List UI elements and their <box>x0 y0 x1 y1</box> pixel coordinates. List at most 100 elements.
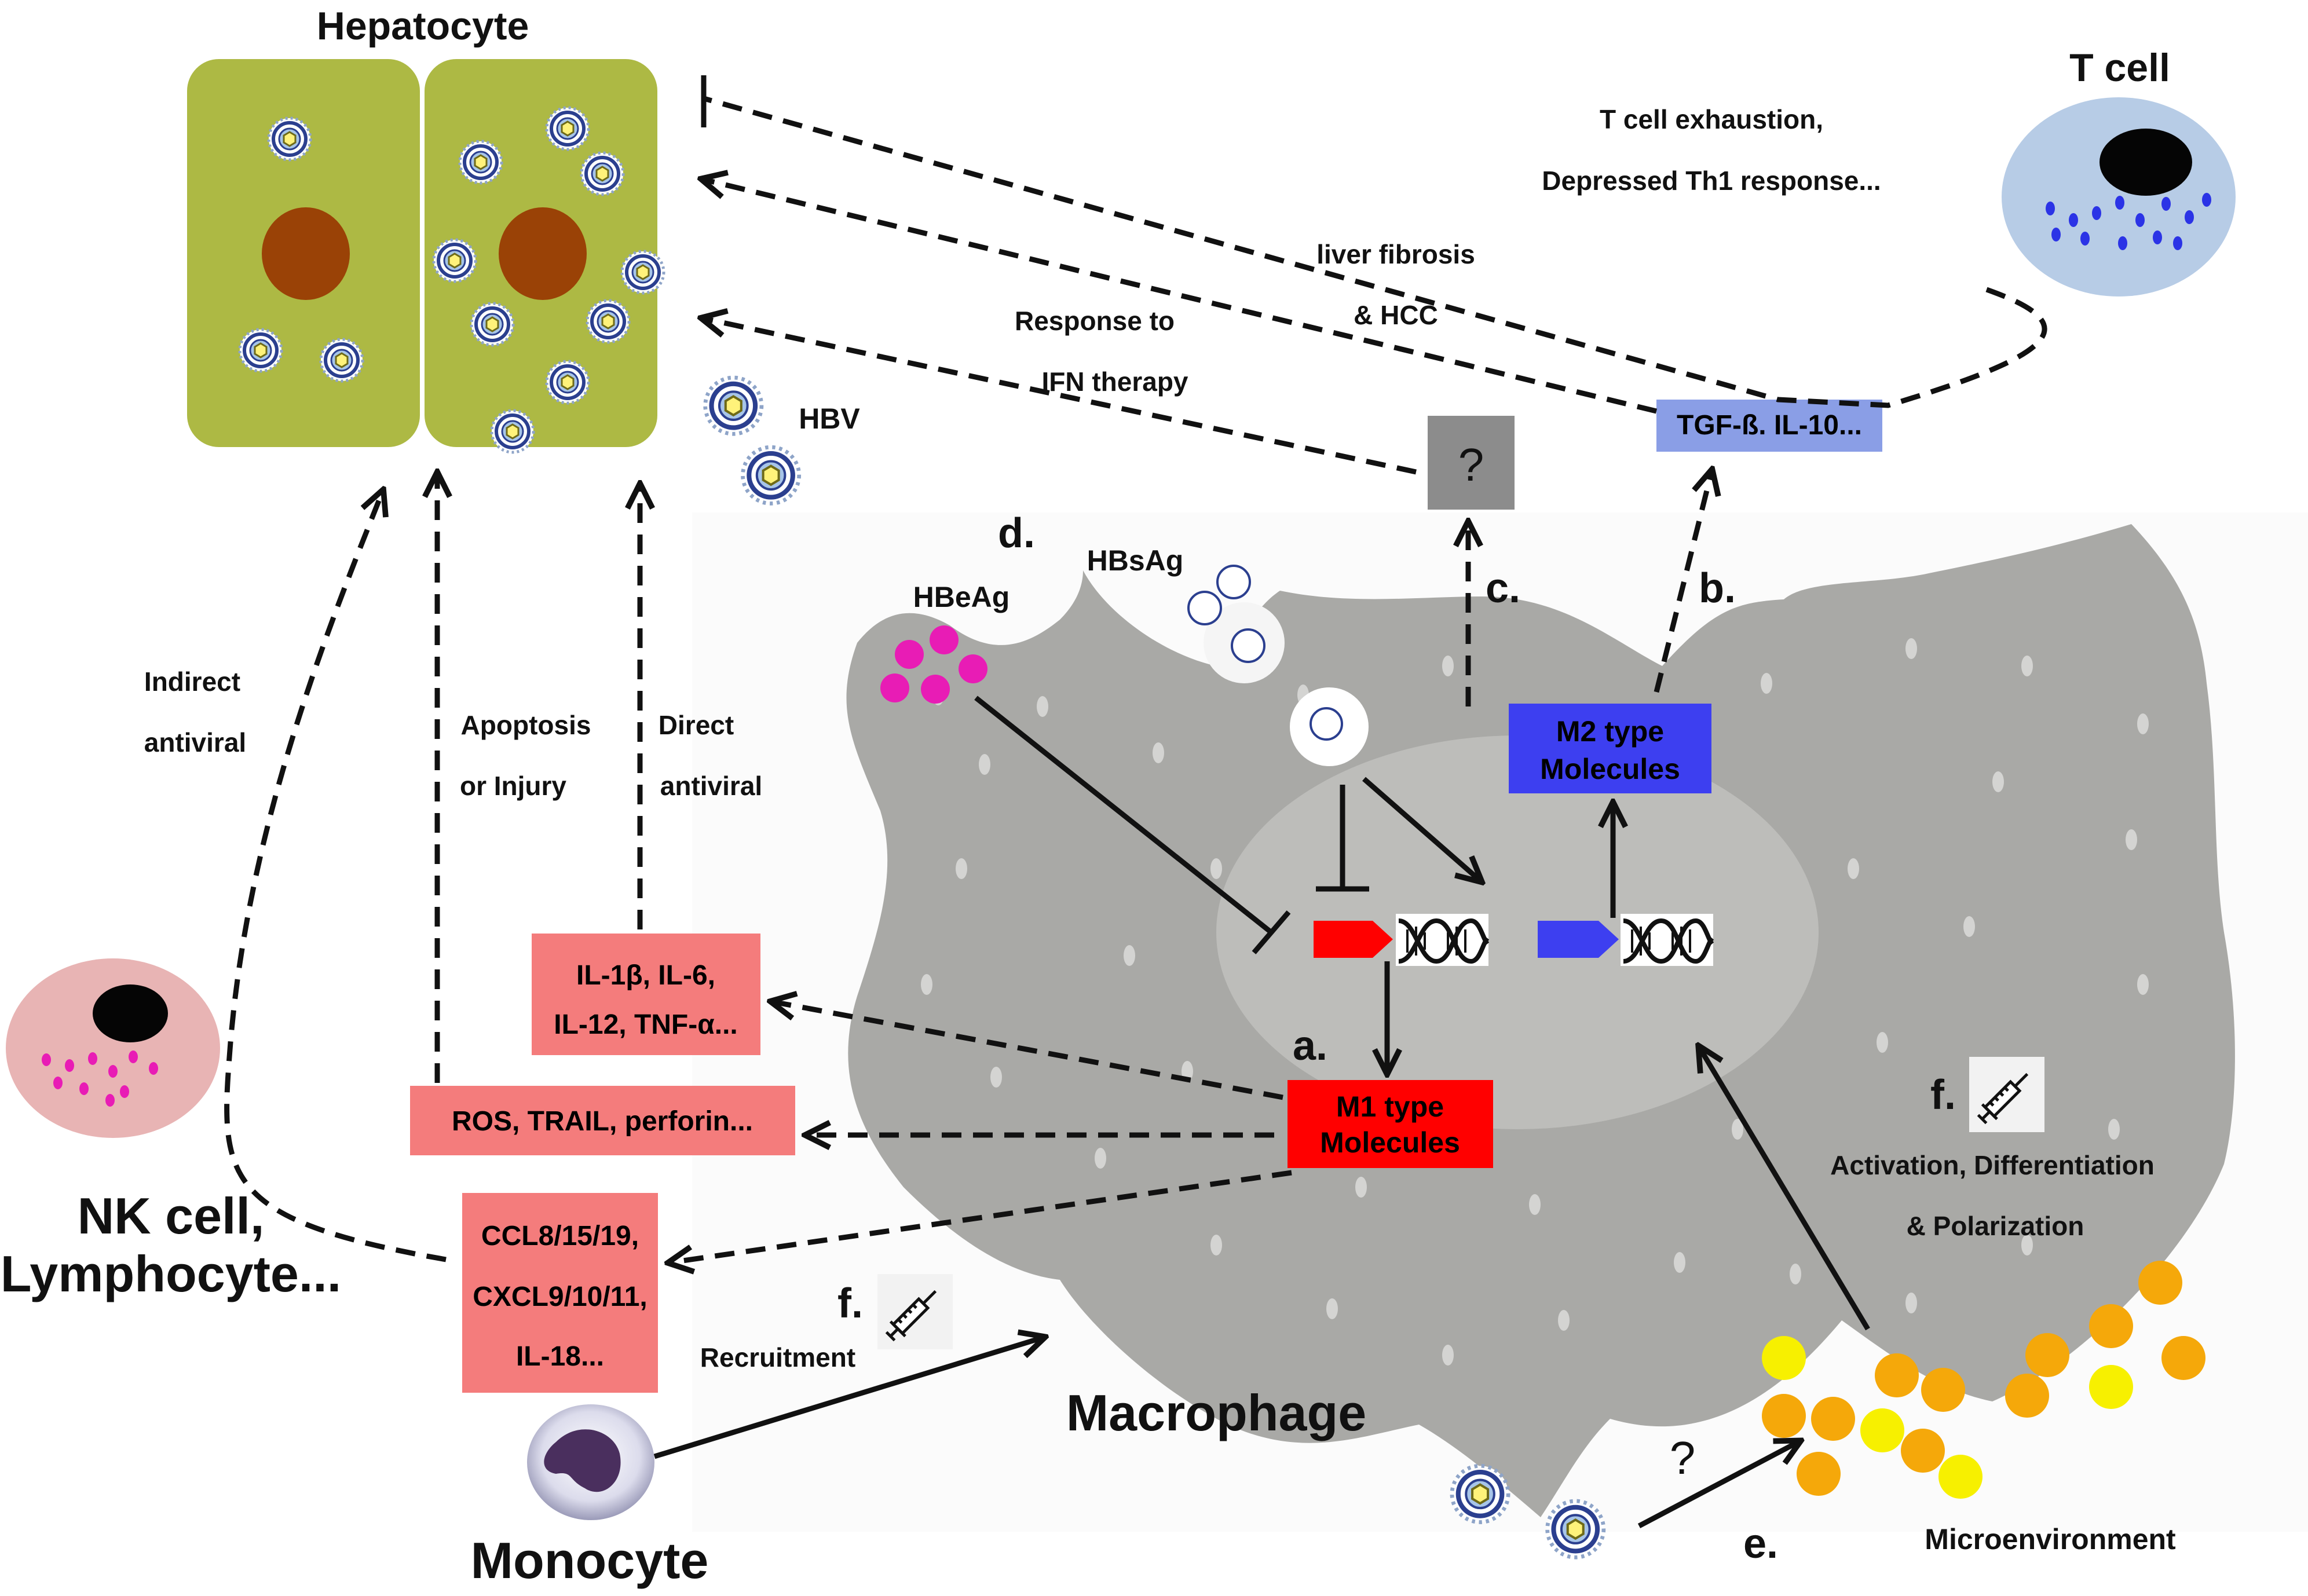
ifn-response-arrow <box>704 319 1417 475</box>
m1-to-il-arrow <box>773 1002 1283 1100</box>
hbv-virion <box>460 141 502 183</box>
apoptosis-line2: or Injury <box>460 771 566 801</box>
microenv-question-mark: ? <box>1670 1432 1696 1484</box>
hbv-virion <box>434 240 476 281</box>
syringe-icon <box>1969 1057 2044 1132</box>
tgf-box-label: TGF-ß. IL-10... <box>1677 410 1862 441</box>
activation-line2: & Polarization <box>1907 1211 2084 1241</box>
chemokine-box-line3: IL-18... <box>516 1341 604 1372</box>
chemokine-box-line2: CXCL9/10/11, <box>473 1282 648 1312</box>
t-cell-exhaustion-line2: Depressed Th1 response... <box>1542 166 1881 196</box>
hbv-virion <box>269 118 310 160</box>
ros-box: ROS, TRAIL, perforin... <box>410 1086 795 1155</box>
hbv-virion <box>1452 1466 1508 1522</box>
indirect-antiviral-arrow <box>224 492 447 1262</box>
m2-box-line1: M2 type <box>1556 715 1664 748</box>
hbv-label: HBV <box>799 402 860 435</box>
m1-dna-helix-icon <box>1396 914 1490 966</box>
recruitment-arrow <box>653 1338 1043 1459</box>
nk-cell-label-line1: NK cell, <box>78 1187 265 1244</box>
microenvironment-label: Microenvironment <box>1925 1523 2176 1555</box>
hbv-virion <box>587 301 629 342</box>
m1-molecules-box: M1 type Molecules <box>1287 1080 1493 1168</box>
m1-box-line1: M1 type <box>1336 1090 1444 1123</box>
t-cell-exhaustion-inhibition <box>703 96 2047 408</box>
hbv-virion <box>240 330 281 371</box>
dashed-arrows <box>224 96 2047 1262</box>
step-e-label: e. <box>1743 1521 1778 1567</box>
t-cell-granules <box>2046 193 2211 250</box>
activation-line1: Activation, Differentiation <box>1830 1150 2155 1180</box>
t-cell-label: T cell <box>2069 46 2170 90</box>
m2-molecules-box: M2 type Molecules <box>1509 704 1711 793</box>
m1-gene-promoter <box>1314 921 1393 958</box>
hepatocyte-label: Hepatocyte <box>317 4 529 48</box>
liver-fibrosis-arrow <box>704 180 1658 414</box>
hbv-virion <box>705 378 762 434</box>
indirect-antiviral-line2: antiviral <box>144 727 246 757</box>
macrophage-nucleus <box>1216 735 1819 1129</box>
m1-box-line2: Molecules <box>1320 1126 1460 1159</box>
hbeag-particles <box>880 625 987 704</box>
direct-antiviral-line1: Direct <box>659 710 734 740</box>
tgf-box: TGF-ß. IL-10... <box>1656 400 1882 452</box>
hepatocyte-nucleus-right <box>499 207 587 300</box>
recruitment-label: Recruitment <box>700 1342 855 1372</box>
ros-box-label: ROS, TRAIL, perforin... <box>452 1106 753 1137</box>
chemokine-box-line1: CCL8/15/19, <box>481 1221 639 1251</box>
il-box-line2: IL-12, TNF-α... <box>554 1009 738 1040</box>
syringe-icon <box>877 1274 953 1349</box>
step-d-label: d. <box>998 510 1035 557</box>
step-f-recruitment-label: f. <box>837 1280 863 1327</box>
monocyte-nucleus <box>544 1429 621 1492</box>
nk-cell-nucleus <box>93 984 168 1042</box>
step-a-label: a. <box>1293 1023 1327 1069</box>
hbeag-label: HBeAg <box>913 581 1010 613</box>
hbsag-label: HBsAg <box>1087 544 1184 577</box>
hbv-virion <box>471 303 513 345</box>
m2-gene-promoter <box>1538 921 1619 958</box>
nk-cell-body <box>6 958 220 1138</box>
il-box-line1: IL-1β, IL-6, <box>576 960 715 991</box>
hbv-virion <box>622 251 664 293</box>
hepatocyte-group <box>187 59 664 452</box>
hbv-to-microenvironment-arrow <box>1637 1442 1798 1528</box>
microenvironment-activation-arrow <box>1700 1048 1870 1331</box>
t-cell-nucleus <box>2099 129 2192 196</box>
hepatocyte-nucleus-left <box>262 207 350 300</box>
ifn-line2: IFN therapy <box>1041 367 1188 397</box>
nk-cell-label-line2: Lymphocyte... <box>1 1245 341 1302</box>
monocyte-label: Monocyte <box>471 1532 709 1589</box>
unknown-mediator-label: ? <box>1458 439 1484 490</box>
step-b-label: b. <box>1699 565 1736 612</box>
hbv-virion <box>547 361 588 403</box>
direct-antiviral-line2: antiviral <box>660 771 762 801</box>
hbeag-inhibition-bar <box>1252 910 1291 954</box>
hbsag-particles <box>1187 565 1285 683</box>
internalized-hbsag <box>1290 687 1369 766</box>
m2-box-line2: Molecules <box>1540 753 1680 785</box>
m2-dna-helix-icon <box>1621 914 1714 966</box>
t-cell <box>2002 97 2236 296</box>
liver-fibrosis-line1: liver fibrosis <box>1316 239 1475 269</box>
microenvironment-particles <box>1762 1261 2205 1499</box>
solid-arrows <box>653 695 1870 1528</box>
monocyte <box>527 1404 654 1520</box>
indirect-antiviral-line1: Indirect <box>144 667 240 697</box>
hbsag-activation-arrow <box>1362 777 1480 880</box>
hbv-virion <box>1548 1501 1604 1557</box>
hbv-virion <box>492 411 533 452</box>
nk-cell-granules <box>42 1050 158 1107</box>
nk-cell <box>6 958 220 1138</box>
macrophage-label: Macrophage <box>1066 1384 1366 1441</box>
hbv-virion <box>547 108 588 149</box>
hbv-virion <box>743 447 799 503</box>
chemokine-box: CCL8/15/19, CXCL9/10/11, IL-18... <box>462 1193 658 1393</box>
step-b-arrow <box>1654 472 1711 693</box>
unknown-mediator-box: ? <box>1428 416 1515 510</box>
m1-to-chemokine-arrow <box>671 1170 1292 1262</box>
ifn-line1: Response to <box>1015 306 1175 336</box>
step-c-label: c. <box>1486 565 1520 612</box>
hbv-virion <box>581 153 623 195</box>
